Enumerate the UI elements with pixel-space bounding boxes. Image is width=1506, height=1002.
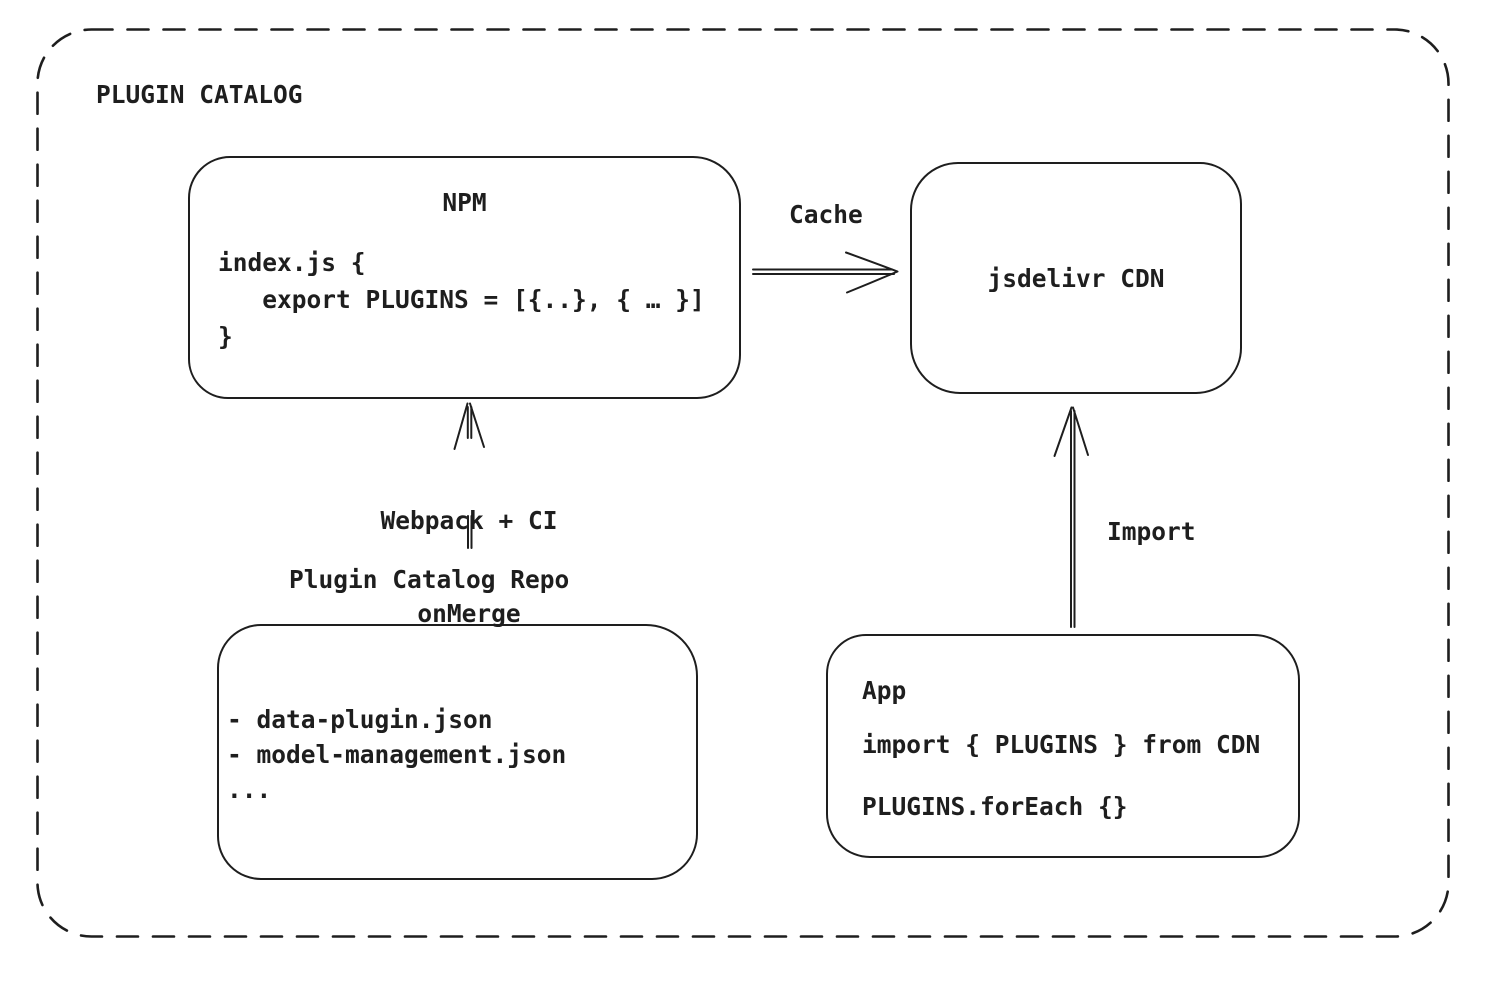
build-edge-label-line1: Webpack + CI [380, 506, 558, 535]
app-code-line: import { PLUGINS } from CDN [862, 730, 1261, 759]
cdn-node-label: jsdelivr CDN [987, 263, 1165, 293]
repo-file-item: ... [227, 775, 272, 804]
repo-file-item: - model-management.json [227, 740, 567, 769]
cache-arrow [752, 251, 899, 294]
app-node: App import { PLUGINS } from CDN PLUGINS.… [826, 634, 1300, 858]
npm-node: NPM index.js { export PLUGINS = [{..}, {… [188, 156, 741, 399]
npm-node-title: NPM [442, 188, 487, 217]
cache-edge-label: Cache [789, 200, 863, 229]
app-node-title: App [862, 676, 907, 705]
import-arrow [1053, 406, 1089, 628]
npm-code-line: } [218, 322, 233, 351]
npm-code-block: index.js { export PLUGINS = [{..}, { … }… [190, 244, 739, 355]
cdn-node: jsdelivr CDN [910, 162, 1242, 394]
repo-file-item: - data-plugin.json [227, 705, 493, 734]
catalog-boundary [36, 28, 1450, 938]
build-arrow [453, 402, 485, 549]
import-edge-label: Import [1107, 517, 1196, 546]
npm-code-line: export PLUGINS = [{..}, { … }] [218, 285, 705, 314]
repo-node-heading: Plugin Catalog Repo [289, 565, 570, 594]
npm-code-line: index.js { [218, 248, 366, 277]
build-edge-label-line2: onMerge [417, 599, 521, 628]
repo-node: - data-plugin.json - model-management.js… [217, 624, 698, 880]
catalog-title: PLUGIN CATALOG [96, 80, 303, 109]
build-edge-label: Webpack + CI onMerge [369, 443, 569, 691]
app-code-line: PLUGINS.forEach {} [862, 792, 1128, 821]
